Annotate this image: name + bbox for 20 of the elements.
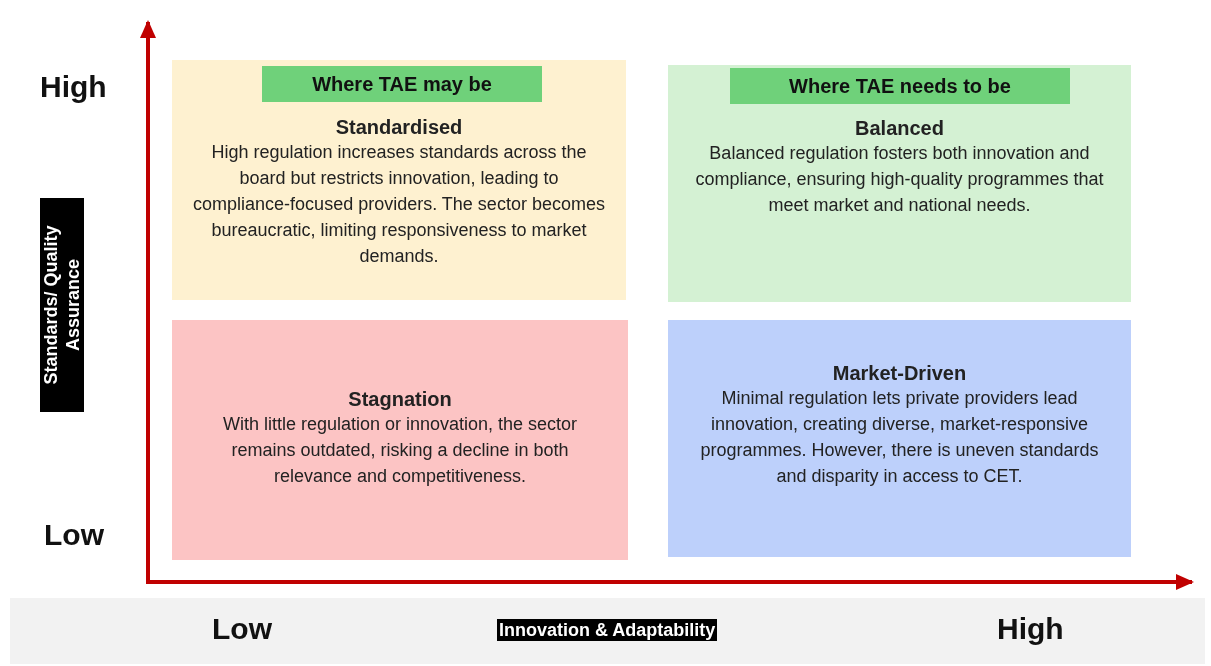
axis-value-label: High [40,70,107,104]
quadrant-heading: Market-Driven [832,362,967,385]
quadrant-box [172,320,628,560]
quadrant-description: With little regulation or innovation, the sector remains outdated, risking a decline in both relevance and competitiveness. [221,413,579,488]
tag-box: Where TAE needs to be [730,68,1070,104]
quadrant-description: Balanced regulation fosters both innovation and compliance, ensuring high-quality programmes that meet market and national needs. [694,142,1105,217]
quadrant-box [668,65,1131,302]
quadrant-description: Minimal regulation lets private providers lead innovation, creating diverse, market-responsive programmes. However, there is uneven standards and disparity in access to CET. [699,387,1100,488]
quadrant-description: High regulation increases standards across the board but restricts innovation, leading to compliance-focused providers. The sector becomes bureaucratic, limiting responsiveness to market demands. [192,141,606,268]
quadrant-box [668,320,1131,557]
axis-value-label: High [997,612,1064,646]
tag-box: Where TAE may be [262,66,542,102]
quadrant-heading: Standardised [335,116,463,139]
axis-value-label: Low [212,612,272,646]
quadrant-heading: Balanced [855,117,944,140]
quadrant-box [172,60,626,300]
quadrant-heading: Stagnation [348,388,452,411]
axis-value-label: Low [44,518,104,552]
axis-title: Innovation & Adaptability [497,619,718,641]
axis-title: Standards/ Quality Assurance [40,198,84,412]
